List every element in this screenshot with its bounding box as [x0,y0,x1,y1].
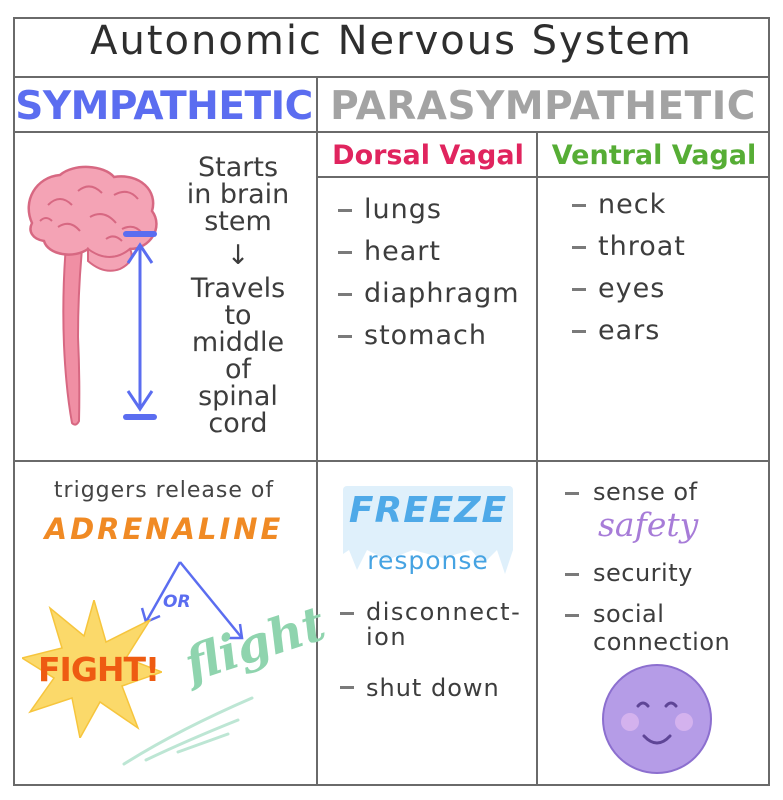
adrenaline-label: ADRENALINE [44,512,284,546]
freeze-label: FREEZE [348,490,508,531]
list-item: neck [572,184,686,226]
path-line: in brain [186,179,290,210]
list-item: stomach [338,315,520,357]
path-line: cord [208,408,268,439]
header-divider [13,131,770,133]
path-line: stem [204,206,272,237]
dorsal-organ-list: lungs heart diaphragm stomach [338,189,520,357]
border-left [13,17,15,786]
border-right [768,17,770,786]
or-label: OR [163,592,191,612]
middle-divider [13,460,770,462]
path-line: spinal [198,381,278,412]
dorsal-effect: shut down [340,674,500,702]
title-divider [13,76,770,78]
column-divider-2 [536,133,538,786]
border-top [13,17,770,19]
list-item: throat [572,226,686,268]
double-headed-arrow [123,231,157,420]
icicles [343,540,513,574]
parasympathetic-header: PARASYMPATHETIC [330,84,756,129]
path-line: of [224,354,252,385]
sympathetic-header: SYMPATHETIC [15,84,313,129]
ventral-effect: security [565,559,693,587]
ventral-organ-list: neck throat eyes ears [572,184,686,352]
list-item: lungs [338,189,520,231]
ventral-vagal-header: Ventral Vagal [551,140,757,171]
fight-label: FIGHT! [38,650,160,689]
smiley-face-icon [602,664,712,774]
page-title: Autonomic Nervous System [90,18,693,64]
ventral-effect: social connection [565,600,730,656]
list-item: diaphragm [338,273,520,315]
ice-icon [343,486,513,546]
dorsal-vagal-header: Dorsal Vagal [332,140,524,171]
list-item: ears [572,310,686,352]
starburst-icon [22,600,162,738]
dorsal-effect: disconnect- ion [340,600,521,650]
subheader-divider [317,176,770,178]
speed-lines [122,696,254,766]
ventral-effect: sense of [565,478,698,506]
safety-label: safety [598,505,699,544]
triggers-text: triggers release of [53,478,275,503]
path-line: Travels [190,273,286,304]
border-bottom [13,784,770,786]
down-arrow-icon: ↓ [226,240,250,271]
column-divider-1 [316,77,318,786]
list-item: heart [338,231,520,273]
path-line: to [224,300,252,331]
response-label: response [367,546,489,575]
path-line: middle [191,327,285,358]
list-item: eyes [572,268,686,310]
path-line: Starts [197,152,279,183]
